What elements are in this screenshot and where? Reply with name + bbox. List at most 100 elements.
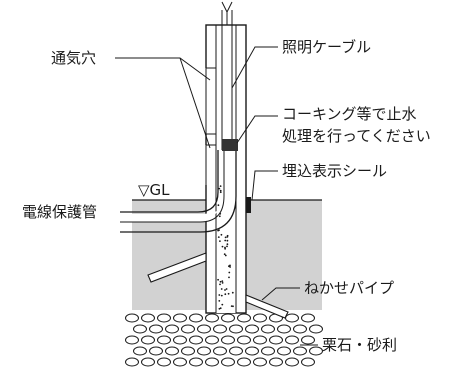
concrete-dot [224,254,227,257]
cable-end-wires [221,1,233,25]
concrete-dot [217,278,220,281]
gravel-stone [301,335,315,345]
leader-cable [231,46,278,89]
gravel-stone [173,335,187,345]
gravel-stone [205,335,219,345]
gravel-stone [141,335,155,345]
concrete-dot [218,229,220,232]
gravel-stone [253,313,267,323]
concrete-dot [224,236,227,239]
gravel-layer [125,313,323,367]
concrete-dot [217,204,220,207]
gravel-stone [301,357,315,367]
concrete-dot [227,292,230,295]
gravel-stone [253,335,267,345]
gravel-stone [173,313,187,323]
gravel-stone [253,357,267,367]
label-lighting-cable: 照明ケーブル [282,38,372,56]
concrete-dot [224,239,227,242]
concrete-dot [228,271,231,274]
gravel-stone [125,313,139,323]
concrete-dot [220,233,223,236]
concrete-dot [221,303,224,306]
gravel-stone [165,346,179,356]
gravel-stone [237,335,251,345]
gravel-stone [293,324,307,334]
gravel-stone [269,357,283,367]
concrete-dot [231,291,234,294]
gravel-stone [293,346,307,356]
gravel-stone [285,335,299,345]
concrete-dot [218,215,221,218]
label-vent-hole: 通気穴 [51,49,97,67]
concrete-dot [229,264,231,267]
gravel-stone [125,335,139,345]
gravel-stone [277,324,291,334]
gravel-stone [237,313,251,323]
concrete-dot [230,305,233,307]
concrete-dot [219,280,222,283]
leader-caulking [236,115,278,144]
concrete-dot [225,288,228,290]
label-conduit: 電線保護管 [22,203,98,221]
leader-vent-hole [115,57,211,81]
gravel-stone [261,324,275,334]
concrete-dot [217,236,220,239]
gravel-stone [205,357,219,367]
gravel-stone [157,335,171,345]
gravel-stone [173,357,187,367]
gravel-stone [245,346,259,356]
gravel-stone [181,324,195,334]
label-buried-seal: 埋込表示シール [282,162,388,180]
concrete-dot [219,191,222,194]
gravel-stone [277,346,291,356]
concrete-dot [226,239,229,242]
gravel-stone [141,313,155,323]
gravel-stone [213,324,227,334]
gravel-stone [237,357,251,367]
sealant-block [222,139,238,151]
concrete-dot [218,307,221,310]
concrete-dot [221,245,224,248]
gravel-stone [245,324,259,334]
conduit-bottom-edge [120,150,237,233]
concrete-dots [217,185,234,310]
gravel-stone [261,346,275,356]
concrete-dot [226,245,228,248]
concrete-dot [221,280,224,282]
gravel-stone [285,313,299,323]
gravel-stone [301,313,315,323]
gravel-stone [205,313,219,323]
gravel-stone [165,324,179,334]
gravel-stone [269,335,283,345]
label-ground-level: ▽GL [138,181,170,199]
gravel-stone [133,346,147,356]
gravel-stone [133,324,147,334]
anchor-pipe-left [147,252,207,283]
gravel-stone [125,357,139,367]
concrete-dot [219,283,221,286]
conduit-inner-edge [120,150,225,223]
leader-lines [115,46,318,346]
conduit-top-edge [120,150,219,213]
concrete-dot [219,185,222,188]
vent-hole-cutout [204,145,218,185]
concrete-fill [216,183,236,313]
label-caulking-line1: コーキング等で止水 [282,105,417,123]
concrete-dot [218,187,221,190]
gravel-stone [229,324,243,334]
gravel-stone [221,335,235,345]
concrete-dot [224,247,227,250]
gravel-stone [309,324,323,334]
concrete-dot [218,300,221,302]
leader-seal [251,170,278,201]
concrete-dot [219,189,222,192]
conduit-fill [121,150,232,222]
concrete-dot [224,289,226,291]
concrete-dot [226,234,229,237]
gravel-stone [189,335,203,345]
gravel-stone [149,346,163,356]
gravel-stone [309,346,323,356]
concrete-dot [223,253,226,256]
gravel-stone [157,357,171,367]
